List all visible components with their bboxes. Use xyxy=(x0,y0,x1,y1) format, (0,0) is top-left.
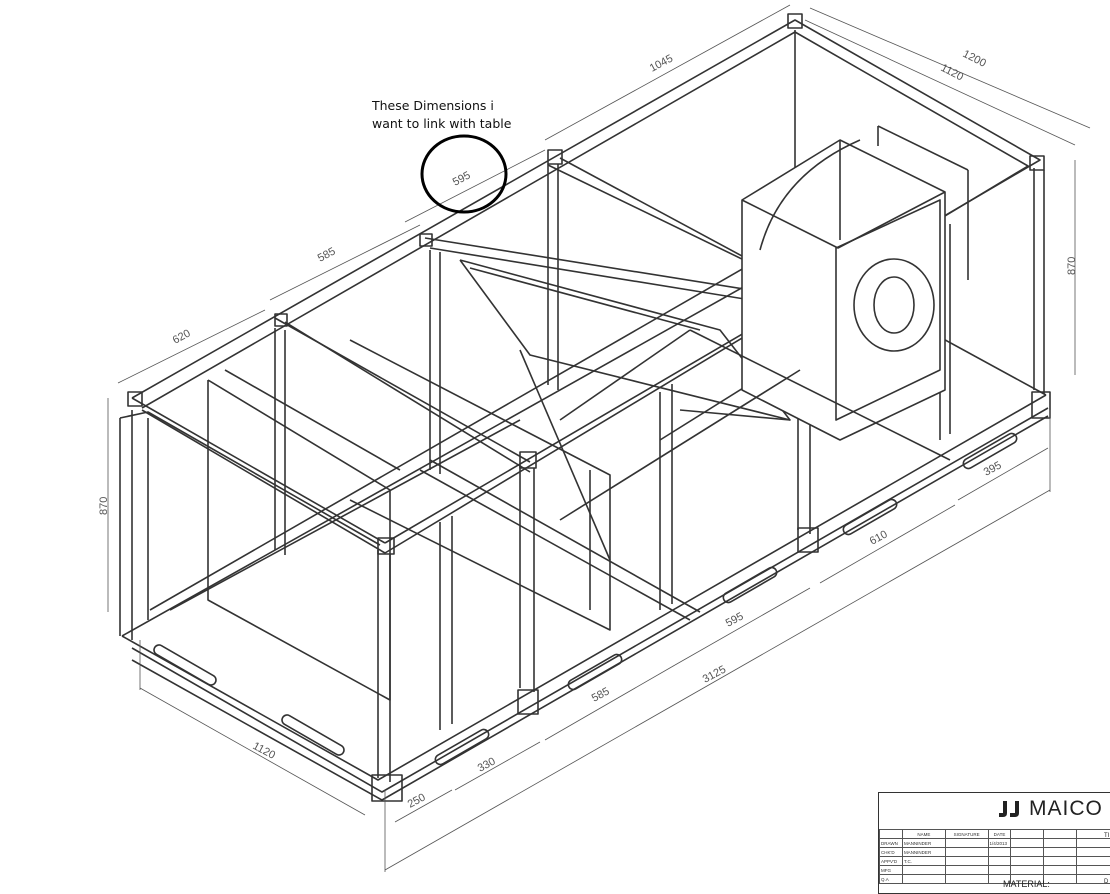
title-block: MAICO ( NAME SIGNATURE DATE DRAWN MANNIN… xyxy=(878,792,1110,894)
company-name-trail: ( xyxy=(1109,797,1110,821)
row-date xyxy=(987,847,1012,857)
annotation-line-1: These Dimensions i xyxy=(372,98,494,113)
row-label: Q.A xyxy=(879,874,903,884)
row-date: 1/4/2013 xyxy=(987,838,1012,848)
header-name: NAME xyxy=(901,829,946,839)
dim-1200: 1200 xyxy=(961,48,988,70)
row-label: DRAWN xyxy=(879,838,903,848)
dim-330: 330 xyxy=(476,755,498,774)
row-label: CHK'D xyxy=(879,847,903,857)
title-block-table: NAME SIGNATURE DATE DRAWN MANNINDER 1/4/… xyxy=(879,829,1110,884)
row-name: MANNINDER xyxy=(901,838,946,848)
row-date xyxy=(987,874,1012,884)
maico-logo-icon xyxy=(999,801,1019,817)
company-name: MAICO xyxy=(1029,797,1103,820)
row-date xyxy=(987,856,1012,866)
header-signature: SIGNATURE xyxy=(944,829,989,839)
dim-585-mid: 585 xyxy=(590,685,612,704)
frame-structure xyxy=(119,13,1051,802)
row-name: T.C. xyxy=(901,856,946,866)
company-logo: MAICO ( xyxy=(997,797,1110,821)
title-side-bottom: D xyxy=(1104,879,1109,885)
dim-870-right: 870 xyxy=(1066,257,1078,275)
dim-1045: 1045 xyxy=(648,53,675,75)
material-label: MATERIAL: xyxy=(1003,879,1050,889)
annotation-line-2: want to link with table xyxy=(372,116,512,131)
row-name xyxy=(901,874,946,884)
dim-1120-top: 1120 xyxy=(939,62,966,83)
dim-1120-front: 1120 xyxy=(251,740,278,762)
dimension-labels: 1045 1200 1120 595 585 620 870 870 395 6… xyxy=(98,48,1078,811)
row-label: MFG xyxy=(879,865,903,875)
annotation-note: These Dimensions i want to link with tab… xyxy=(372,97,511,133)
title-side-top: TI xyxy=(1104,833,1110,839)
dim-3125: 3125 xyxy=(701,664,728,686)
row-label: APPV'D xyxy=(879,856,903,866)
dim-870-left: 870 xyxy=(98,497,110,515)
row-name xyxy=(901,865,946,875)
row-date xyxy=(987,865,1012,875)
highlight-circle xyxy=(420,134,508,214)
dim-595-top: 595 xyxy=(451,169,473,188)
row-name: MANNINDER xyxy=(901,847,946,857)
header-date: DATE xyxy=(987,829,1012,839)
dim-250: 250 xyxy=(406,791,428,810)
dimension-lines xyxy=(107,4,1091,872)
dim-620: 620 xyxy=(171,327,193,346)
dim-585-top: 585 xyxy=(316,245,338,264)
